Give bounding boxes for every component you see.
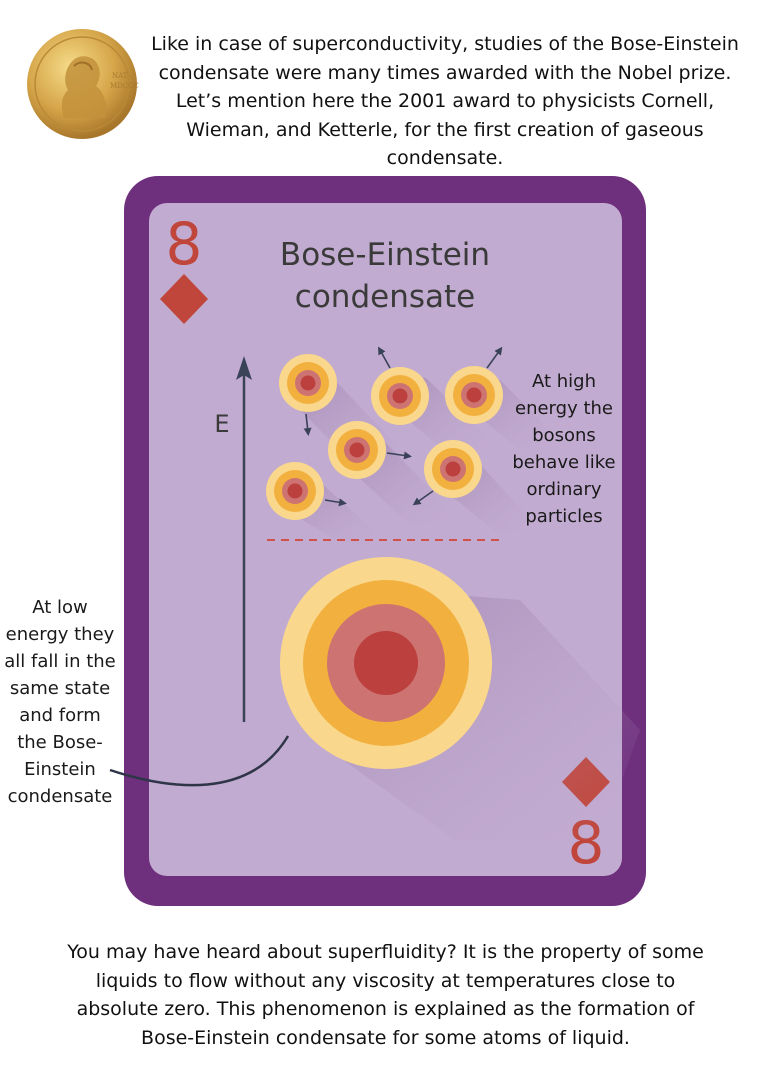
outro-paragraph: You may have heard about superfluidity? … [67,941,704,1049]
condensate-icon [280,557,492,769]
pointer-curve [109,735,290,787]
energy-axis-label: E [214,410,229,438]
particle-icon [328,421,386,479]
card-rank-top: 8 [166,210,203,278]
card-title-line1: Bose-Einstein [280,237,490,273]
svg-text:MDCCC: MDCCC [110,82,139,90]
motion-arrows [303,346,503,507]
high-energy-label: At high energy the bosons behave like or… [512,371,616,527]
diamond-suit-icon [160,274,208,324]
particle-icon [266,462,324,520]
particle-icon [424,440,482,498]
particle-icon [279,354,337,412]
card-title-line2: condensate [295,279,475,315]
low-energy-label: At low energy they all fall in the same … [4,597,116,807]
nobel-medal-icon: NAT. MDCCC [27,29,139,139]
svg-text:NAT.: NAT. [112,72,129,80]
intro-paragraph: Like in case of superconductivity, studi… [151,33,739,169]
particle-icon [371,367,429,425]
particle-icon [445,366,503,424]
